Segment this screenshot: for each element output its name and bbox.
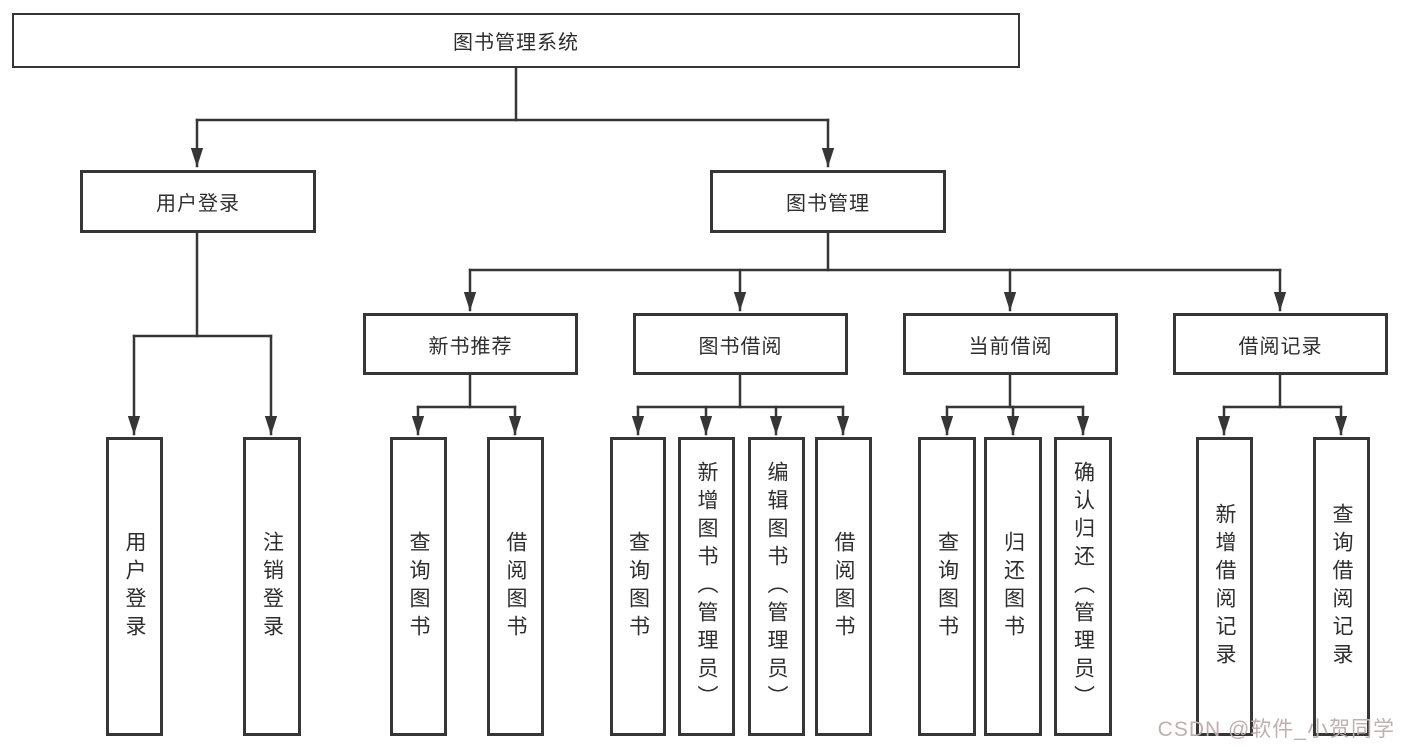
leaf-borrow-borrow-books: 借阅图书 xyxy=(815,437,872,736)
leaf-current-query-books: 查询图书 xyxy=(918,437,976,736)
leaf-logout: 注销登录 xyxy=(243,437,301,736)
leaf-borrow-add-books-admin: 新增图书（管理员） xyxy=(678,437,735,736)
node-book-borrow: 图书借阅 xyxy=(633,313,848,375)
leaf-current-confirm-return-admin: 确认归还（管理员） xyxy=(1054,437,1112,736)
csdn-watermark: CSDN @软件_小贺同学 xyxy=(1157,718,1395,741)
node-root-system: 图书管理系统 xyxy=(12,13,1020,68)
leaf-record-query: 查询借阅记录 xyxy=(1313,437,1370,736)
leaf-borrow-query-books: 查询图书 xyxy=(610,437,666,736)
leaf-recommend-query-books: 查询图书 xyxy=(390,437,447,736)
node-new-book-recommend: 新书推荐 xyxy=(363,313,578,375)
leaf-current-return-books: 归还图书 xyxy=(984,437,1042,736)
leaf-record-add: 新增借阅记录 xyxy=(1196,437,1253,736)
node-user-login-branch: 用户登录 xyxy=(80,170,316,233)
leaf-recommend-borrow-books: 借阅图书 xyxy=(487,437,544,736)
node-borrow-record: 借阅记录 xyxy=(1173,313,1388,375)
node-current-borrow: 当前借阅 xyxy=(903,313,1118,375)
leaf-borrow-edit-books-admin: 编辑图书（管理员） xyxy=(748,437,805,736)
leaf-user-login: 用户登录 xyxy=(106,437,163,736)
node-book-management-branch: 图书管理 xyxy=(710,170,946,233)
